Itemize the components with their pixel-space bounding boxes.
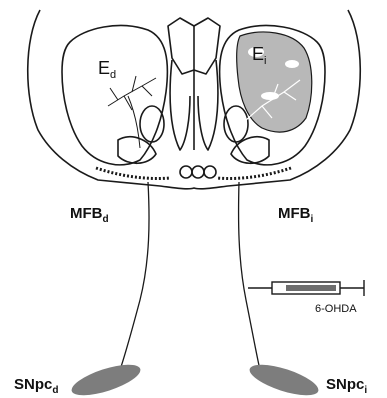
label-mfb-right: MFBi [278, 205, 314, 225]
ventral-circle-3 [204, 166, 216, 178]
label-striatum-left: Ed [98, 58, 116, 81]
right-lower-structure [231, 137, 269, 163]
right-mfb-path [239, 182, 260, 370]
right-snpc-nucleus [246, 358, 321, 398]
syringe-icon [248, 280, 364, 296]
label-mfb-left: MFBd [70, 205, 109, 225]
left-capsule [140, 106, 164, 142]
left-snpc-nucleus [68, 358, 143, 398]
lesion-area [237, 32, 312, 132]
left-ventral-band [96, 168, 170, 179]
right-ventral-band [217, 168, 291, 179]
left-lower-structure [118, 137, 156, 163]
label-snpc-right: SNpci [326, 376, 367, 396]
ventral-circle-2 [192, 166, 204, 178]
ventral-circle-1 [180, 166, 192, 178]
label-syringe: 6-OHDA [315, 303, 357, 315]
left-mfb-path [120, 182, 149, 370]
right-ventricle [198, 60, 218, 150]
mfb-pathways [120, 182, 260, 370]
left-ventricle [170, 60, 190, 150]
label-snpc-left: SNpcd [14, 376, 58, 396]
